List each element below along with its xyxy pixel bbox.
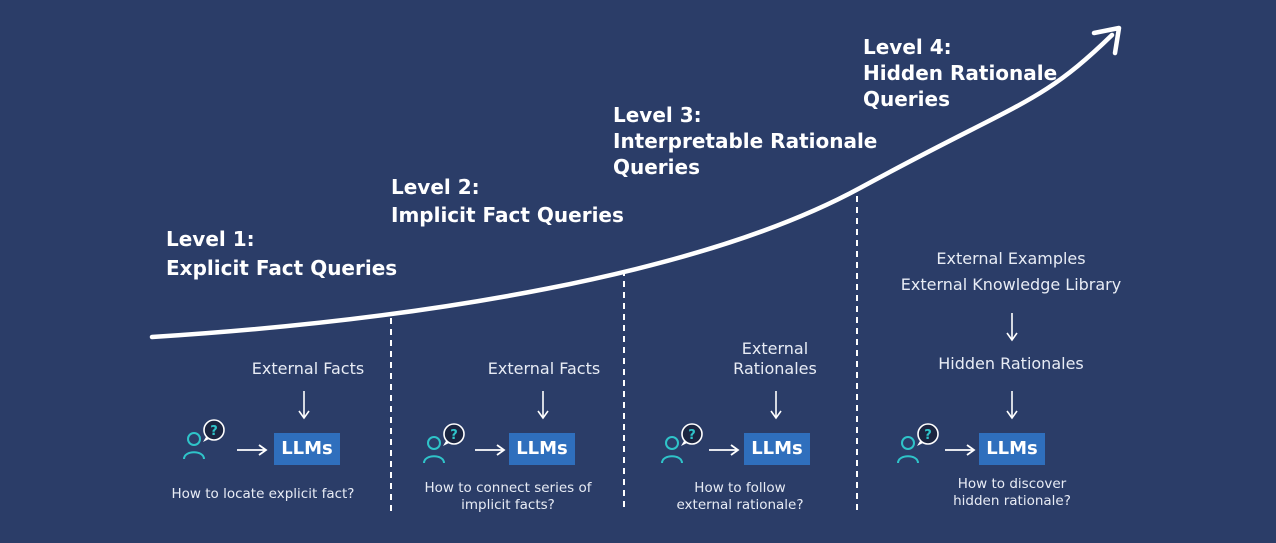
level-4-sources: External Examples External Knowledge Lib… — [885, 246, 1137, 298]
level-1-number: Level 1: — [166, 227, 255, 251]
level-1-question-line: How to locate explicit fact? — [171, 486, 355, 502]
level-3-name-cont: Queries — [613, 155, 700, 179]
level-4-question-line-2: hidden rationale? — [953, 493, 1071, 509]
level-4-name-cont: Queries — [863, 87, 950, 111]
level-3-name: Interpretable Rationale — [613, 129, 878, 153]
svg-text:?: ? — [688, 428, 696, 443]
svg-text:?: ? — [450, 428, 458, 443]
svg-text:?: ? — [210, 424, 218, 439]
llm-box: LLMs — [274, 433, 340, 465]
level-3-question-line-1: How to follow — [694, 480, 786, 496]
llm-box: LLMs — [744, 433, 810, 465]
level-2-number: Level 2: — [391, 175, 480, 199]
arrow-right-icon — [945, 444, 976, 456]
level-2-question-line-2: implicit facts? — [461, 497, 555, 513]
arrow-down-icon — [1006, 391, 1018, 420]
llm-box: LLMs — [509, 433, 575, 465]
arrow-down-icon — [537, 391, 549, 420]
arrow-down-icon — [1006, 313, 1018, 342]
level-4-title: Level 4: Hidden Rationale Queries — [863, 34, 1057, 112]
arrow-down-icon — [770, 391, 782, 420]
level-2-source: External Facts — [487, 359, 601, 378]
level-3-source: External Rationales — [705, 339, 845, 379]
level-3-number: Level 3: — [613, 103, 702, 127]
level-1-name: Explicit Fact Queries — [166, 256, 398, 280]
level-4-source-2: External Knowledge Library — [900, 275, 1122, 294]
user-question-icon: ? — [661, 423, 703, 464]
level-4-name: Hidden Rationale — [863, 61, 1058, 85]
arrow-right-icon — [475, 444, 506, 456]
level-1-question: How to locate explicit fact? — [153, 486, 373, 503]
user-question-icon: ? — [423, 423, 465, 464]
level-3-question-line-2: external rationale? — [676, 497, 804, 513]
level-4-source-1: External Examples — [936, 249, 1086, 268]
level-4-number: Level 4: — [863, 35, 952, 59]
svg-text:?: ? — [924, 428, 932, 443]
level-4-question-line-1: How to discover — [957, 476, 1067, 492]
user-question-icon: ? — [183, 419, 225, 460]
level-3-source-line-2: Rationales — [733, 359, 817, 378]
level-1-title: Level 1: Explicit Fact Queries — [166, 226, 397, 281]
arrow-right-icon — [709, 444, 740, 456]
user-question-icon: ? — [897, 423, 939, 464]
arrow-right-icon — [237, 444, 268, 456]
level-3-question: How to follow external rationale? — [640, 480, 840, 514]
level-2-name: Implicit Fact Queries — [391, 203, 624, 227]
arrow-down-icon — [298, 391, 310, 420]
growth-curve-arrowhead — [1091, 25, 1122, 56]
level-2-question-line-1: How to connect series of — [424, 480, 592, 496]
level-4-intermediate: Hidden Rationales — [938, 354, 1084, 373]
llm-box: LLMs — [979, 433, 1045, 465]
level-2-title: Level 2: Implicit Fact Queries — [391, 174, 624, 228]
level-3-source-line-1: External — [741, 339, 809, 358]
level-2-question: How to connect series of implicit facts? — [403, 480, 613, 514]
growth-curve-line — [149, 32, 1115, 340]
level-3-title: Level 3: Interpretable Rationale Queries — [613, 102, 877, 180]
level-1-source: External Facts — [251, 359, 365, 378]
level-4-question: How to discover hidden rationale? — [912, 476, 1112, 510]
